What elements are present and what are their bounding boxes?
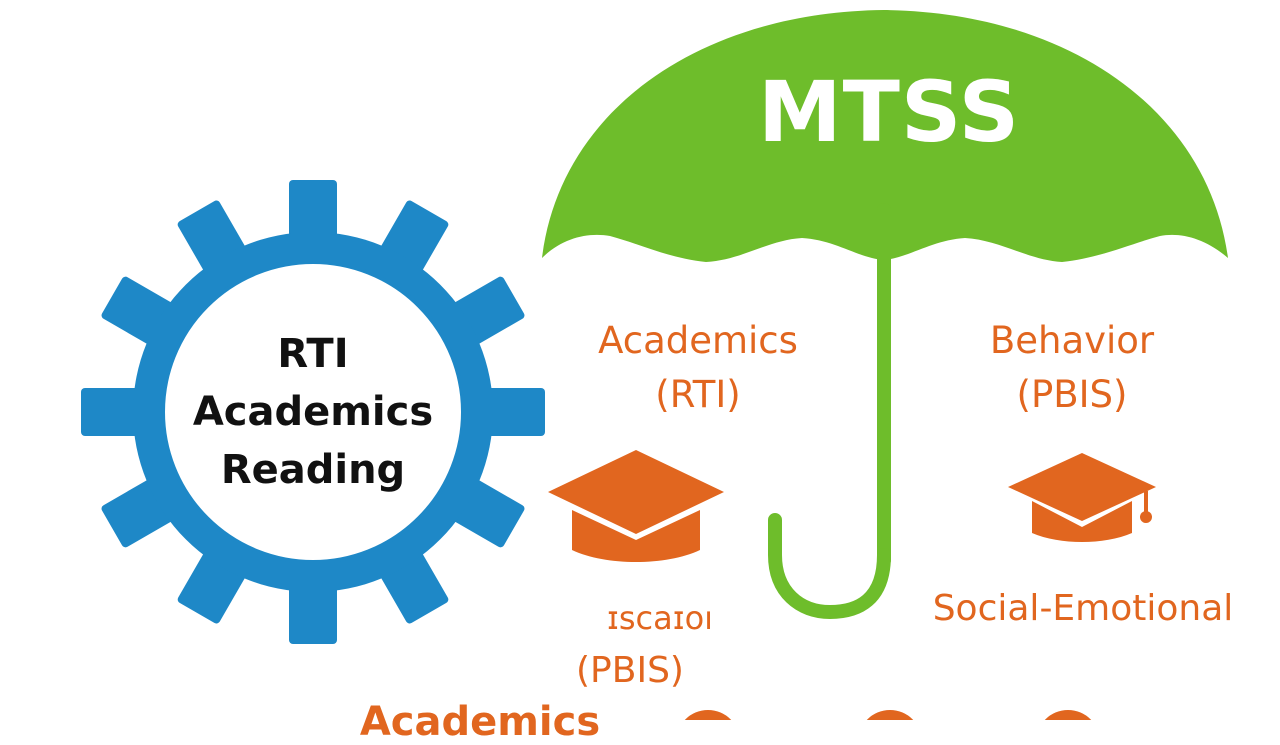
orange-circle-partial — [684, 710, 732, 720]
gear-label-line-1: RTI — [277, 331, 349, 377]
gear-label-line-2: Academics — [192, 389, 434, 435]
umbrella-handle — [768, 513, 891, 620]
umbrella-icon — [542, 10, 1228, 620]
behavior-label: Behavior — [989, 319, 1155, 362]
garbled-label: ɪscaɪoı — [606, 599, 714, 637]
gear-label-line-3: Reading — [220, 447, 406, 493]
academics-label: Academics — [598, 319, 798, 362]
orange-circle-partial — [866, 710, 914, 720]
umbrella-canopy — [542, 10, 1228, 262]
social-emotional-label: Social-Emotional — [932, 588, 1234, 629]
graduation-cap-icon — [548, 450, 724, 562]
academics-bottom-label: Academics — [359, 699, 601, 745]
pbis-lower-label: (PBIS) — [576, 650, 684, 691]
academics-rti-label: (RTI) — [655, 373, 741, 416]
umbrella-title: MTSS — [758, 63, 1021, 161]
gear-center — [161, 260, 465, 564]
graduation-cap-icon — [1008, 453, 1156, 542]
behavior-pbis-label: (PBIS) — [1016, 373, 1128, 416]
mtss-diagram-art — [81, 10, 1228, 720]
orange-circle-partial — [1044, 710, 1092, 720]
gear-icon — [81, 180, 545, 644]
